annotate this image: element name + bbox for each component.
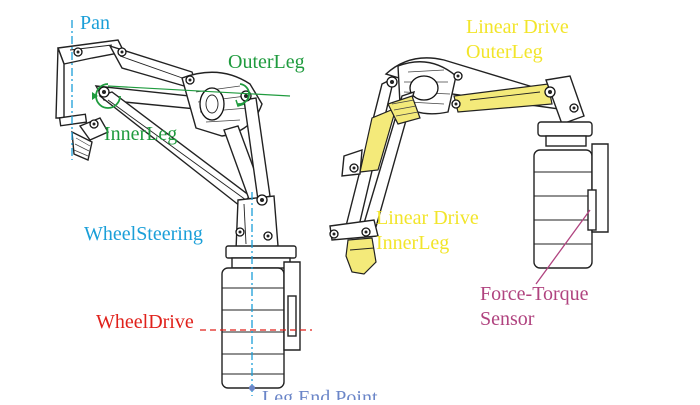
label-force-torque-line2: Sensor [480,308,535,330]
linear-drive-inner-actuator [359,106,397,173]
label-wheel-steering: WheelSteering [84,223,203,245]
right-leg-pins [329,71,579,239]
label-outer-leg: OuterLeg [228,51,305,73]
label-linear-drive-inner-line1: Linear Drive [376,207,479,229]
inner-leg-actuator [58,113,109,161]
right-foot-actuator [345,237,377,275]
label-linear-drive-inner-line2: InnerLeg [376,232,449,254]
label-force-torque-line1: Force-Torque [480,283,589,305]
label-pan: Pan [80,12,110,34]
outer-leg-rotation-marker [107,83,291,107]
inner-leg-rotation-marker [92,83,121,109]
leg-end-point-marker [249,385,255,391]
left-wheel [221,261,301,389]
label-linear-drive-outer-line2: OuterLeg [466,41,543,63]
label-linear-drive-outer-line1: Linear Drive [466,16,569,38]
left-leg-pins [73,47,273,241]
force-torque-leader [535,209,591,285]
left-leg-drawing [55,20,312,396]
label-wheel-drive: WheelDrive [96,311,194,333]
right-leg-drawing [329,57,609,285]
right-wheel [533,143,609,269]
label-leg-end-point: Leg End Point [262,387,378,400]
label-inner-leg: InnerLeg [104,123,177,145]
